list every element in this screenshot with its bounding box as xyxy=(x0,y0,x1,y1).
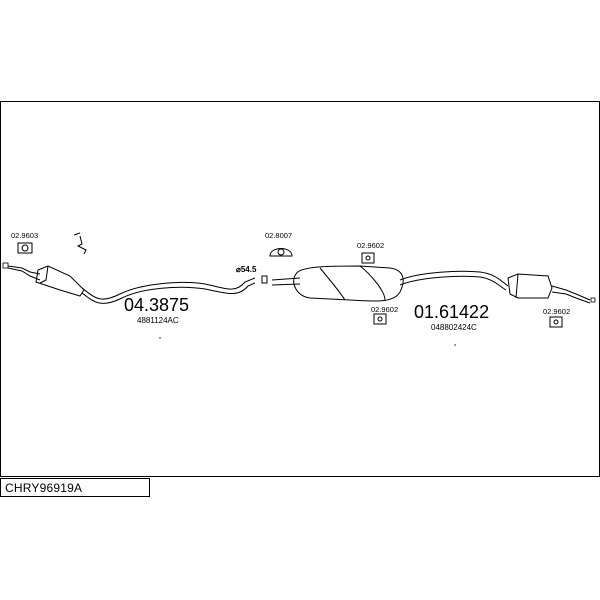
marker-dot xyxy=(454,344,456,346)
rear-section-code-label: 01.61422 xyxy=(414,302,489,322)
pipe-diameter-label: ⌀54.5 xyxy=(236,265,257,274)
front-pipe-code-label: 04.3875 xyxy=(124,295,189,315)
hanger-rear-icon xyxy=(549,316,563,328)
hanger-front-icon xyxy=(269,248,293,257)
tail-end-marker xyxy=(590,297,596,303)
front-pipe xyxy=(7,265,256,304)
hanger-front-code-label: 02.8007 xyxy=(265,231,292,240)
hanger-mid-top-icon xyxy=(361,252,375,264)
reference-box: CHRY96919A xyxy=(0,478,150,497)
bracket-icon xyxy=(73,232,87,255)
hanger-mid-bottom-code-label: 02.9602 xyxy=(371,305,398,314)
rear-section-oem-label: 048802424C xyxy=(431,323,477,332)
hanger-mid-bottom-icon xyxy=(373,313,387,325)
front-pipe-oem-label: 4881124AC xyxy=(137,316,179,325)
gasket-icon xyxy=(17,242,33,254)
hanger-mid-top-code-label: 02.9602 xyxy=(357,241,384,250)
rear-section xyxy=(271,265,591,304)
reference-code: CHRY96919A xyxy=(5,481,83,495)
gasket-code-label: 02.9603 xyxy=(11,231,38,240)
marker-dot xyxy=(159,337,161,339)
connector-piece xyxy=(261,275,268,284)
front-flange-marker xyxy=(2,262,9,269)
hanger-rear-code-label: 02.9602 xyxy=(543,307,570,316)
